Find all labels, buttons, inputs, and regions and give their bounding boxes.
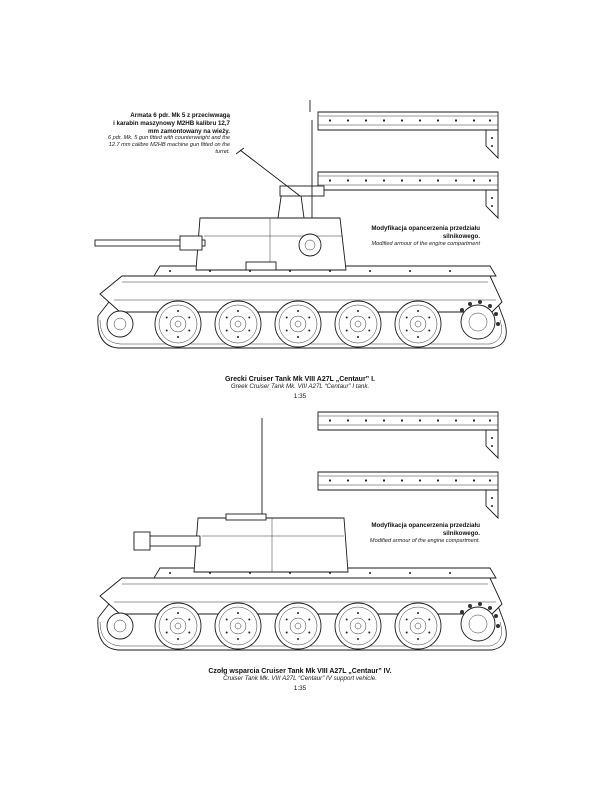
caption-2-pl: Czołg wsparcia Cruiser Tank Mk VIII A27L… [208,668,392,675]
engine-annotation-1: Modyfikacja opancerzenia przedziału siln… [348,225,480,247]
engine-annotation-2-en-1: Modified armour of the engine compartmen… [369,537,480,544]
engine-annotation-2-pl-1: Modyfikacja opancerzenia przedziału [371,522,480,529]
tank-drawing-centaur-iv [98,418,506,650]
engine-annotation-2-pl-2: silnikowego. [442,529,480,537]
gun-annotation-en-1: 6 pdr. Mk. 5 gun fitted with counterweig… [108,135,230,142]
caption-2-scale: 1:35 [293,685,307,692]
caption-2-en: Cruiser Tank Mk. VIII A27L “Centaur” IV … [223,675,377,682]
gun-annotation-en-2: 12.7 mm calibre M2HB machine gun fitted … [108,142,230,149]
engine-annotation-1-pl-1: Modyfikacja opancerzenia przedziału [371,225,480,232]
engine-annotation-1-en-1: Modified armour of the engine compartmen… [371,240,480,247]
gun-annotation-pl-3: mm zamontowany na wieży. [147,127,230,135]
engine-annotation-2: Modyfikacja opancerzenia przedziału siln… [348,522,480,544]
caption-centaur-i: Grecki Cruiser Tank Mk VIII A27L „Centau… [0,376,600,400]
gun-annotation-pl-1: Armata 6 pdr. Mk 5 z przeciwwagą [130,112,230,119]
gun-annotation-pl-2: i karabin maszynowy M2HB kalibru 12,7 [113,119,230,127]
gun-annotation: Armata 6 pdr. Mk 5 z przeciwwagą i karab… [98,112,230,156]
caption-1-en: Greek Cruiser Tank Mk. VIII A27L “Centau… [230,383,370,390]
caption-1-pl: Grecki Cruiser Tank Mk VIII A27L „Centau… [224,376,376,383]
gun-annotation-en-3: turret. [215,149,230,156]
tank-drawing-centaur-i [94,120,506,348]
engine-annotation-1-pl-2: silnikowego. [442,232,480,240]
caption-1-scale: 1:35 [293,393,307,400]
caption-centaur-iv: Czołg wsparcia Cruiser Tank Mk VIII A27L… [0,668,600,692]
